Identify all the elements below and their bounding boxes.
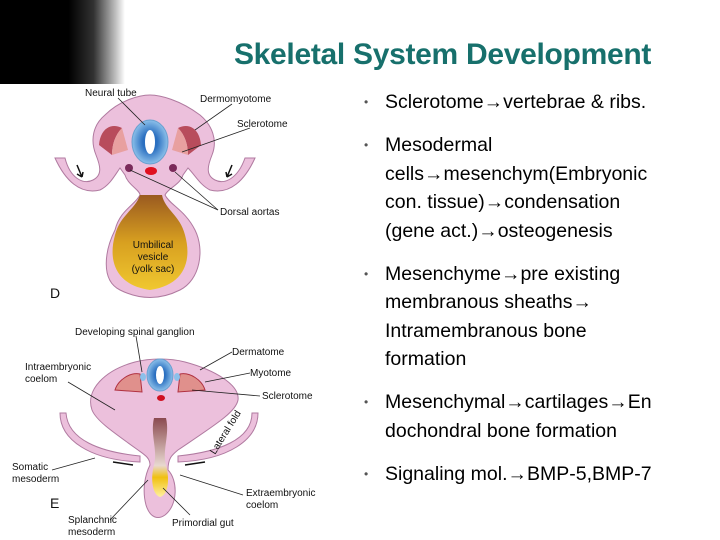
label-primordial-gut: Primordial gut <box>172 518 234 529</box>
bullet-line: formation <box>385 348 467 370</box>
label-yolk-sac-2: vesicle <box>138 252 169 263</box>
panel-letter-e: E <box>50 495 59 511</box>
bullet-list: • Sclerotome→vertebrae & ribs. • Mesoder… <box>362 88 720 503</box>
bullet-dot: • <box>364 395 369 409</box>
bullet-dot: • <box>364 466 369 481</box>
bullet-dot: • <box>364 138 369 152</box>
label-intraembryonic-coelom-2: coelom <box>25 374 57 385</box>
bullet-line: Intramembranous bone <box>385 319 587 342</box>
slide-title: Skeletal System Development <box>233 38 652 71</box>
bullet-item: • Mesodermal cells→mesenchym(Embryonic c… <box>362 131 720 245</box>
diagram-e: Developing spinal ganglion Dermatome Int… <box>12 327 315 538</box>
bullet-line: con. tissue)→condensation <box>385 191 621 213</box>
label-sclerotome-e: Sclerotome <box>262 391 313 402</box>
bullet-line: Signaling mol.→BMP-5,BMP-7 <box>385 462 652 485</box>
bullet-line: membranous sheaths→ <box>385 291 593 313</box>
label-yolk-sac-3: (yolk sac) <box>132 264 175 275</box>
label-sclerotome: Sclerotome <box>237 119 288 130</box>
bullet-line: Mesenchyme→pre existing <box>385 262 621 285</box>
bullet-item: • Mesenchyme→pre existing membranous she… <box>362 260 720 374</box>
bullet-item: • Mesenchymal→cartilages→En dochondral b… <box>362 388 720 445</box>
embryo-diagram: Neural tube Dermomyotome Sclerotome Dors… <box>12 88 315 538</box>
label-yolk-sac-1: Umbilical <box>133 240 174 251</box>
bullet-line: (gene act.)→osteogenesis <box>385 219 613 242</box>
bullet-line: cells→mesenchym(Embryonic <box>385 162 648 185</box>
label-spinal-ganglion: Developing spinal ganglion <box>75 327 195 338</box>
bullet-item: • Sclerotome→vertebrae & ribs. <box>362 88 720 117</box>
panel-letter-d: D <box>50 285 60 301</box>
diagram-d: Neural tube Dermomyotome Sclerotome Dors… <box>50 88 288 301</box>
label-neural-tube: Neural tube <box>85 88 137 99</box>
label-extraembryonic-coelom-2: coelom <box>246 500 278 511</box>
label-splanchnic-mesoderm-2: mesoderm <box>68 527 115 538</box>
bullet-line: Sclerotome→vertebrae & ribs. <box>385 91 647 113</box>
aorta-dot <box>145 167 157 175</box>
label-somatic-mesoderm-2: mesoderm <box>12 474 59 485</box>
label-dermomyotome: Dermomyotome <box>200 94 272 105</box>
label-intraembryonic-coelom-1: Intraembryonic <box>25 362 91 373</box>
bullet-dot: • <box>364 95 369 109</box>
bullet-dot: • <box>364 266 369 281</box>
label-myotome: Myotome <box>250 368 292 379</box>
bullet-item: • Signaling mol.→BMP-5,BMP-7 <box>362 460 720 489</box>
bullet-line: dochondral bone formation <box>385 419 617 442</box>
label-splanchnic-mesoderm-1: Splanchnic <box>68 515 117 526</box>
bullet-line: Mesodermal <box>385 134 493 156</box>
bullet-line: Mesenchymal→cartilages→En <box>385 391 652 413</box>
label-extraembryonic-coelom-1: Extraembryonic <box>246 488 315 499</box>
label-dorsal-aortas: Dorsal aortas <box>220 207 279 218</box>
label-somatic-mesoderm-1: Somatic <box>12 462 48 473</box>
label-dermatome: Dermatome <box>232 347 285 358</box>
corner-texture <box>0 0 125 84</box>
